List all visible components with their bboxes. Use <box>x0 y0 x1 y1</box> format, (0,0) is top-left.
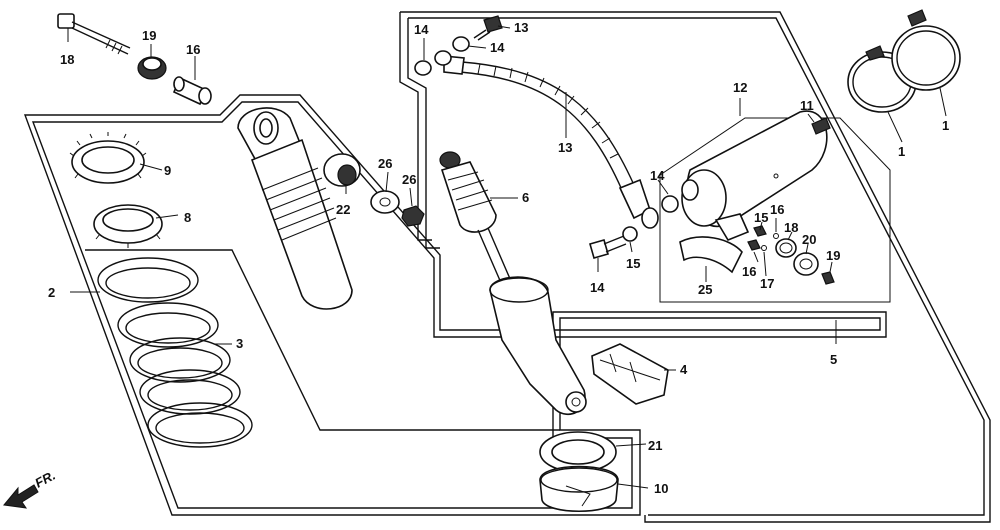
callout-9: 10 <box>654 481 668 496</box>
callout-20: 21 <box>648 438 662 453</box>
front-marker-label: FR. <box>32 468 58 491</box>
reservoir-group-outline <box>399 11 991 523</box>
washer-26 <box>370 190 400 214</box>
stopper-9 <box>539 465 619 513</box>
guide-4 <box>591 343 669 405</box>
callout-6: 6 <box>522 190 529 205</box>
callout-14-c: 14 <box>650 168 665 183</box>
valve-cap-10 <box>811 117 831 135</box>
callout-15-b: 16 <box>742 264 756 279</box>
callout-12: 13 <box>558 140 572 155</box>
screw-18 <box>821 271 835 285</box>
shock-body <box>237 107 353 310</box>
leader-lines <box>67 25 947 489</box>
callout-16-a: 16 <box>770 202 784 217</box>
callout-24: 18 <box>60 52 74 67</box>
assembly-outline <box>23 94 887 516</box>
callout-4: 4 <box>680 362 688 377</box>
callout-25: 26 <box>402 172 416 187</box>
bushing-22 <box>323 153 361 187</box>
cover-23 <box>679 236 743 274</box>
lower-clevis <box>489 276 587 415</box>
callout-22: 22 <box>336 202 350 217</box>
callout-13-bottom: 14 <box>590 280 605 295</box>
callout-16-b: 17 <box>760 276 774 291</box>
callout-19: 20 <box>802 232 816 247</box>
banjo-bolt-13-bottom <box>589 235 627 259</box>
callout-13-top: 13 <box>514 20 528 35</box>
callout-15-a: 15 <box>754 210 768 225</box>
damper-rod-6 <box>439 151 515 293</box>
callout-14-a: 14 <box>414 22 429 37</box>
callout-10: 11 <box>800 98 814 113</box>
callout-23: 25 <box>698 282 712 297</box>
callout-labels: 18 19 16 9 8 2 3 22 26 26 6 4 21 10 5 14… <box>48 20 949 496</box>
front-arrow-icon <box>3 484 39 509</box>
collar-21 <box>172 76 212 106</box>
callout-1-back: 1 <box>942 118 949 133</box>
spring-3 <box>97 257 253 448</box>
callout-14-b: 14 <box>490 40 505 55</box>
washers-14-top <box>414 36 470 76</box>
callout-3: 3 <box>236 336 243 351</box>
callout-26-top: 19 <box>142 28 156 43</box>
callout-21: 16 <box>186 42 200 57</box>
callout-11: 12 <box>733 80 747 95</box>
callout-8: 9 <box>164 163 171 178</box>
reservoir-11 <box>681 110 828 241</box>
callout-17: 18 <box>784 220 798 235</box>
callout-14-d: 15 <box>626 256 640 271</box>
adjuster-nut-7 <box>93 204 163 248</box>
callout-2: 2 <box>48 285 55 300</box>
callout-18: 19 <box>826 248 840 263</box>
callout-5: 5 <box>830 352 837 367</box>
clamp-1-back <box>891 9 961 91</box>
inner-outline <box>85 249 560 431</box>
nut-26 <box>137 56 167 80</box>
bolt-24 <box>57 13 131 55</box>
washers-14-bottom <box>622 195 679 242</box>
lock-nut-8 <box>69 132 147 184</box>
callout-1-front: 1 <box>898 144 905 159</box>
banjo-bolt-13-top <box>473 15 503 41</box>
knob-19 <box>793 252 819 276</box>
callout-7: 8 <box>184 210 191 225</box>
nut-25 <box>401 205 425 227</box>
small-parts-15-16 <box>747 225 779 251</box>
o-ring-17 <box>775 238 797 258</box>
callout-26-mid: 26 <box>378 156 392 171</box>
spring-seat-20 <box>539 431 617 473</box>
